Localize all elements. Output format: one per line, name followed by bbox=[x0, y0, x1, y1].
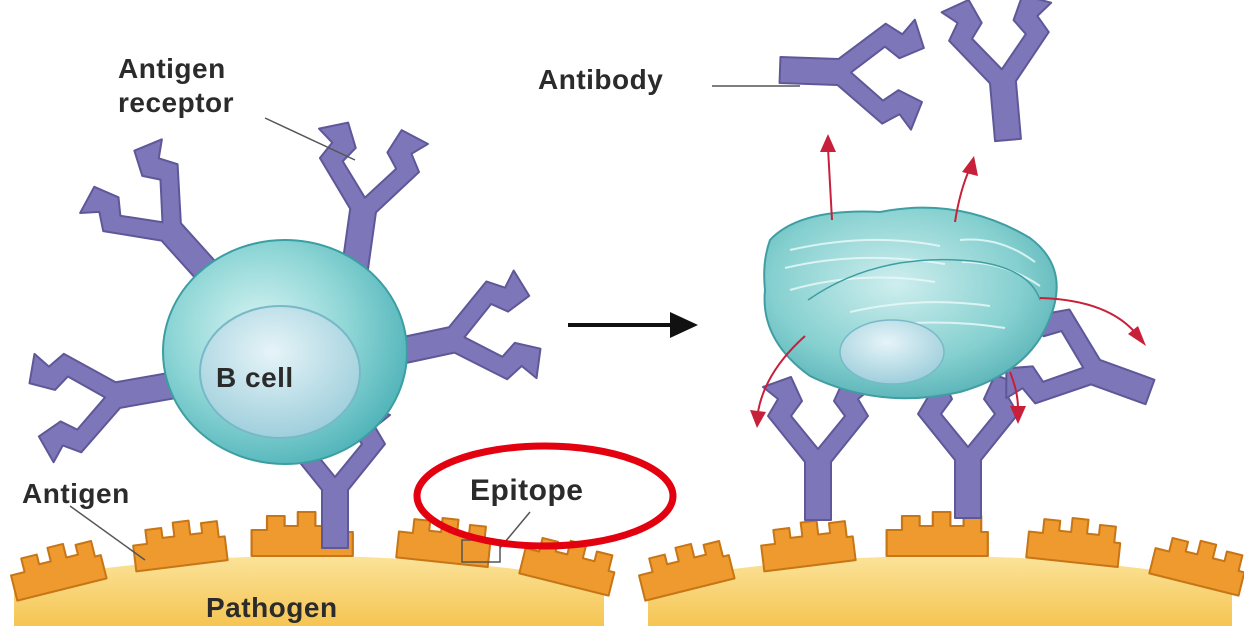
antibody-free-2 bbox=[941, 0, 1063, 145]
antibody-bound-1 bbox=[763, 377, 873, 520]
antibody-label: Antibody bbox=[538, 64, 663, 96]
b-cell-label: B cell bbox=[216, 362, 294, 394]
pathogen-label: Pathogen bbox=[206, 592, 338, 624]
antigen-receptor-label-line2: receptor bbox=[118, 86, 234, 120]
pathogen-surface-right bbox=[648, 556, 1232, 626]
epitope-label: Epitope bbox=[470, 474, 584, 508]
antigen-label: Antigen bbox=[22, 478, 130, 510]
antigen-receptor-label-line1: Antigen bbox=[118, 52, 234, 86]
transition-arrow bbox=[568, 312, 698, 338]
antigen-right-4 bbox=[1026, 514, 1122, 567]
antigen-receptor-left bbox=[25, 331, 185, 464]
antigen-receptor-right bbox=[384, 268, 547, 405]
plasma-cell-nucleus bbox=[840, 320, 944, 384]
antibody-free-1 bbox=[778, 15, 925, 130]
antigen-receptor-label: Antigen receptor bbox=[118, 52, 234, 120]
